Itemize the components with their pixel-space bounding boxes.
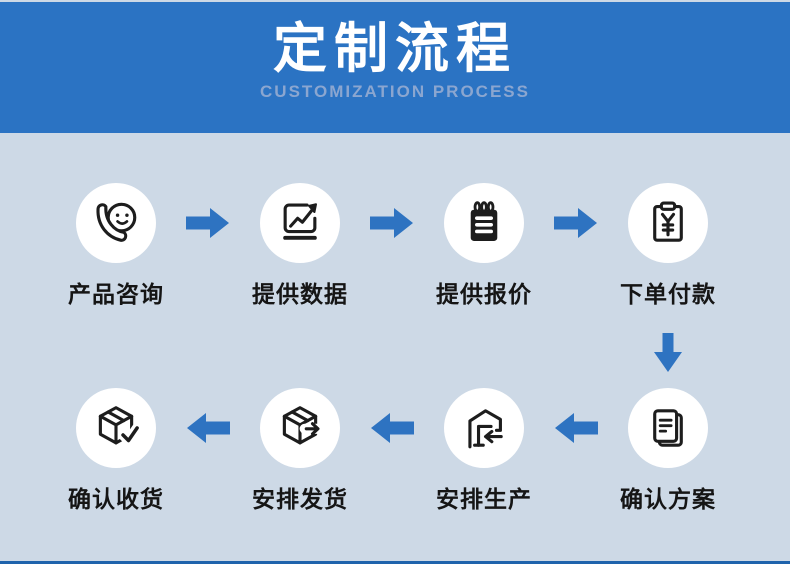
page-subtitle: CUSTOMIZATION PROCESS: [260, 82, 530, 102]
step-label: 确认收货: [68, 486, 164, 512]
step-circle: [628, 183, 708, 263]
step-circle: [76, 183, 156, 263]
step-provide-data: 提供数据: [220, 183, 380, 309]
arrow-right-icon: [370, 207, 414, 239]
step-confirm-plan: 确认方案: [588, 388, 748, 514]
order-payment-icon: [653, 201, 683, 242]
step-label: 提供报价: [436, 281, 532, 307]
step-circle: [628, 388, 708, 468]
step-provide-quote: 提供报价: [404, 183, 564, 309]
step-confirm-receipt: 确认收货: [36, 388, 196, 514]
banner: 定制流程 CUSTOMIZATION PROCESS: [0, 2, 790, 133]
bottom-accent-bar: [0, 561, 790, 564]
arrow-left-icon: [370, 412, 414, 444]
arrow-right-icon: [554, 207, 598, 239]
step-arrange-production: 安排生产: [404, 388, 564, 514]
receive-check-icon: [98, 406, 141, 446]
production-icon: [468, 409, 503, 449]
data-chart-icon: [283, 203, 317, 240]
step-circle: [76, 388, 156, 468]
page-title: 定制流程: [273, 19, 517, 79]
confirm-plan-icon: [653, 409, 683, 447]
step-label: 安排发货: [252, 486, 348, 512]
arrow-right-icon: [186, 207, 230, 239]
arrow-left-icon: [186, 412, 230, 444]
step-circle: [260, 388, 340, 468]
step-label: 安排生产: [436, 486, 532, 512]
step-label: 下单付款: [620, 281, 716, 307]
step-arrange-shipping: 安排发货: [220, 388, 380, 514]
step-label: 提供数据: [252, 281, 348, 307]
step-product-consult: 产品咨询: [36, 183, 196, 309]
step-circle: [444, 183, 524, 263]
arrow-down-icon: [653, 333, 683, 373]
shipping-box-icon: [282, 406, 325, 445]
quote-notepad-icon: [470, 201, 498, 241]
step-circle: [444, 388, 524, 468]
step-order-payment: 下单付款: [588, 183, 748, 309]
step-circle: [260, 183, 340, 263]
step-label: 产品咨询: [68, 281, 164, 307]
step-label: 确认方案: [620, 486, 716, 512]
phone-consult-icon: [96, 202, 137, 242]
arrow-left-icon: [554, 412, 598, 444]
